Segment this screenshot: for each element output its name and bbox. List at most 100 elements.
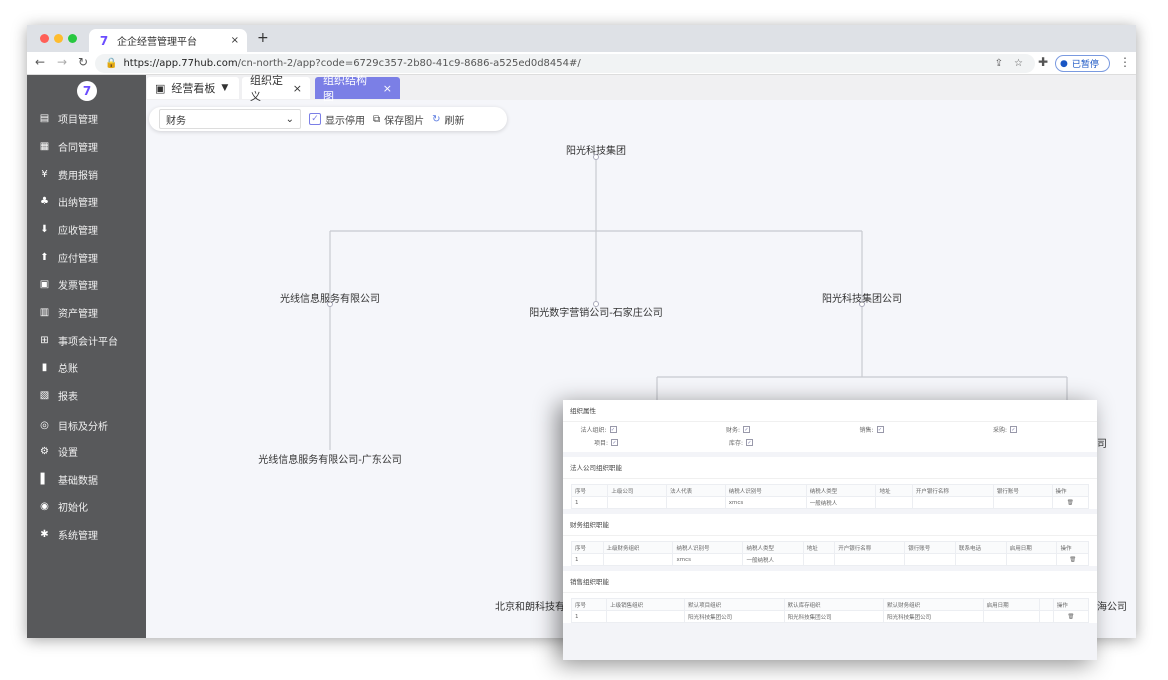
refresh-button[interactable]: ↻刷新 (432, 112, 464, 127)
sidebar-item[interactable]: ◎目标及分析 (39, 418, 108, 433)
url-input[interactable]: 🔒 https://app.77hub.com /cn-north-2/app?… (95, 54, 1035, 73)
sidebar-item-label: 费用报销 (58, 171, 98, 182)
delete-icon[interactable]: 🗑 (1051, 496, 1089, 509)
column-header: 纳税人类型 (742, 541, 804, 554)
tree-node[interactable]: 海公司 (1097, 602, 1127, 613)
sidebar-item[interactable]: ⬇应收管理 (39, 222, 98, 237)
tree-node-handle[interactable] (859, 301, 865, 307)
tree-node[interactable]: 阳光数字营销公司-石家庄公司 (529, 308, 663, 319)
tree-node[interactable]: 阳光科技集团公司 (822, 294, 902, 305)
checkbox-icon[interactable]: ✓ (743, 426, 750, 433)
sidebar-item-label: 应付管理 (58, 254, 98, 265)
column-header: 默认库存组织 (783, 598, 885, 611)
table-cell (992, 496, 1053, 509)
sidebar-item[interactable]: ▮总账 (39, 360, 78, 375)
sidebar-item[interactable]: ◉初始化 (39, 499, 88, 514)
checkbox-icon[interactable]: ✓ (611, 438, 618, 446)
checkbox-icon[interactable]: ✓ (746, 438, 753, 446)
forward-icon[interactable]: → (57, 55, 68, 69)
browser-tab[interactable]: 7 企企经营管理平台 × (89, 29, 247, 52)
tree-node[interactable]: 司 (1097, 439, 1107, 450)
table-cell: 阳光科技集团公司 (684, 610, 785, 623)
menu-icon[interactable]: ⋮ (1119, 55, 1131, 69)
maximize-window-button[interactable] (68, 34, 77, 43)
checkbox-icon[interactable]: ✓ (876, 426, 884, 433)
sidebar-item[interactable]: ▌基础数据 (39, 472, 98, 487)
sidebar-item[interactable]: ¥费用报销 (39, 167, 98, 182)
sidebar-item[interactable]: ▤项目管理 (39, 111, 98, 126)
back-icon[interactable]: ← (35, 55, 46, 69)
button-label: 保存图片 (384, 115, 425, 127)
function-select[interactable]: 财务⌄ (159, 109, 301, 129)
column-header: 联系电话 (954, 541, 1007, 554)
tree-node[interactable]: 光线信息服务有限公司-广东公司 (258, 455, 402, 466)
table-cell (802, 553, 836, 566)
checkbox-icon[interactable]: ✓ (609, 426, 617, 433)
sidebar-item[interactable]: ▦合同管理 (39, 139, 98, 154)
sidebar-item[interactable]: ⚙设置 (39, 444, 78, 459)
share-icon[interactable]: ⇪ (994, 58, 1003, 69)
chevron-down-icon[interactable]: ▼ (221, 83, 229, 93)
org-attributes-section: 组织属性 法人组织:✓财务:✓销售:✓采购:✓ 项目:✓库存:✓ (563, 400, 1097, 452)
column-header: 银行账号 (904, 541, 956, 554)
user-icon: ● (1060, 58, 1068, 69)
column-header: 地址 (875, 484, 913, 497)
close-tab-icon[interactable]: × (230, 35, 239, 46)
delete-icon[interactable]: 🗑 (1052, 610, 1090, 623)
save-image-button[interactable]: ⧉保存图片 (373, 112, 424, 127)
column-header: 操作 (1052, 598, 1090, 611)
column-header: 默认项目组织 (684, 598, 785, 611)
sidebar-item[interactable]: ✱系统管理 (39, 527, 98, 542)
reload-icon[interactable]: ↻ (78, 55, 89, 69)
sidebar-item[interactable]: ▧报表 (39, 388, 78, 403)
attr-label: 销售: (859, 427, 874, 434)
tab-org-definition[interactable]: 组织定义 × (242, 74, 310, 103)
close-window-button[interactable] (40, 34, 49, 43)
tree-node-handle[interactable] (593, 301, 599, 307)
new-tab-button[interactable]: + (257, 30, 269, 46)
column-header: 开户银行名称 (911, 484, 994, 497)
table-cell (1005, 553, 1058, 566)
sidebar-item[interactable]: ▣发票管理 (39, 277, 98, 292)
tree-node[interactable]: 光线信息服务有限公司 (280, 294, 380, 305)
column-header (1039, 598, 1054, 611)
logo: 7 (77, 81, 97, 101)
lock-icon: 🔒 (105, 58, 118, 69)
table-cell (606, 610, 686, 623)
column-header: 默认财务组织 (883, 598, 984, 611)
minimize-window-button[interactable] (54, 34, 63, 43)
tree-node-handle[interactable] (327, 301, 333, 307)
table-cell: 1 (570, 496, 609, 509)
gear-icon: ⚙ (40, 446, 49, 457)
sidebar-item[interactable]: ⊞事项会计平台 (39, 333, 118, 348)
tree-node-handle[interactable] (593, 154, 599, 160)
profile-button[interactable]: ● 已暂停 (1055, 55, 1110, 72)
close-icon[interactable]: × (292, 81, 302, 95)
table-cell: 一般纳税人 (805, 496, 877, 509)
sidebar-item[interactable]: ▥资产管理 (39, 305, 98, 320)
tab-dashboard[interactable]: ▣经营看板▼ (147, 77, 239, 99)
sidebar-item[interactable]: ⬆应付管理 (39, 250, 98, 265)
tree-node-root[interactable]: 阳光科技集团 (566, 146, 626, 157)
column-header: 序号 (571, 541, 604, 554)
column-header: 操作 (1056, 541, 1089, 554)
sidebar-item-label: 报表 (58, 392, 78, 403)
checkbox-icon[interactable]: ✓ (1010, 426, 1017, 433)
extensions-icon[interactable]: ✚ (1038, 55, 1049, 69)
delete-icon[interactable]: 🗑 (1056, 553, 1089, 566)
tab-label: 组织定义 (250, 74, 283, 103)
close-icon[interactable]: × (382, 81, 392, 95)
star-icon[interactable]: ☆ (1014, 58, 1023, 69)
table-cell (904, 553, 956, 566)
show-disabled-checkbox[interactable]: ✓显示停用 (309, 112, 365, 127)
sidebar-item-label: 合同管理 (58, 143, 98, 154)
column-header: 序号 (570, 598, 608, 611)
tab-label: 经营看板 (171, 82, 216, 95)
tree-node[interactable]: 北京和朗科技有 (495, 602, 565, 613)
sidebar-item-label: 目标及分析 (58, 422, 108, 433)
sidebar-item[interactable]: ♣出纳管理 (39, 194, 98, 209)
chart-toolbar: 财务⌄ ✓显示停用 ⧉保存图片 ↻刷新 (149, 107, 507, 131)
tab-org-chart[interactable]: 组织结构图× (315, 74, 400, 103)
